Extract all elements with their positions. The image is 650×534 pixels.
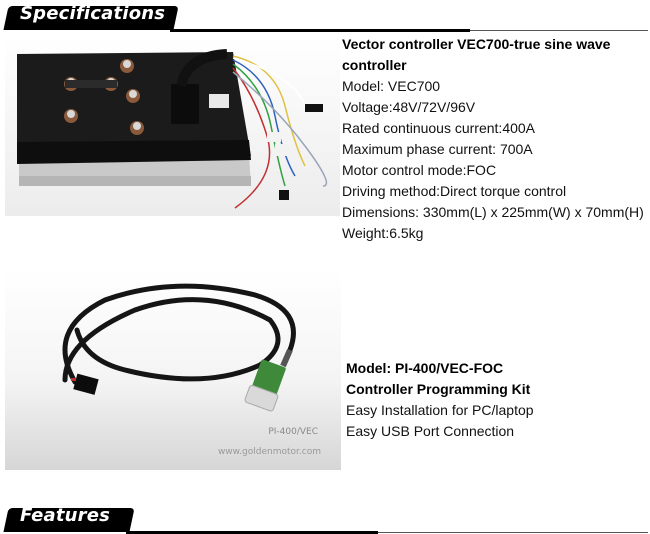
spec-driving-method: Driving method:Direct torque control (342, 183, 567, 199)
spec-rated-current: Rated continuous current:400A (342, 120, 536, 136)
kit-title-line1: Model: PI-400/VEC-FOC (346, 360, 504, 376)
controller-illustration (5, 36, 340, 216)
programming-kit-photo: PI-400/VEC www.goldenmotor.com (5, 270, 341, 470)
spec-voltage: Voltage:48V/72V/96V (342, 99, 476, 115)
controller-title-line2: controller (342, 57, 407, 73)
controller-specs: Vector controller VEC700-true sine wave … (342, 34, 644, 244)
controller-title-line1: Vector controller VEC700-true sine wave (342, 36, 611, 52)
spec-phase-current: Maximum phase current: 700A (342, 141, 533, 157)
controller-photo (5, 36, 340, 216)
features-rule-dark (126, 531, 378, 534)
header-rule-light (470, 30, 648, 31)
kit-caption-url: www.goldenmotor.com (218, 447, 321, 457)
specifications-header: Specifications (0, 2, 650, 32)
kit-title-line2: Controller Programming Kit (346, 381, 531, 397)
programming-cable-illustration: PI-400/VEC www.goldenmotor.com (5, 270, 341, 470)
specifications-title: Specifications (20, 3, 166, 24)
features-title: Features (20, 505, 111, 526)
features-header: Features (0, 504, 650, 534)
kit-feature-usb: Easy USB Port Connection (346, 423, 515, 439)
spec-dimensions: Dimensions: 330mm(L) x 225mm(W) x 70mm(H… (342, 204, 644, 220)
features-rule-light (378, 532, 648, 533)
spec-model: Model: VEC700 (342, 78, 441, 94)
spec-control-mode: Motor control mode:FOC (342, 162, 497, 178)
kit-caption-model: PI-400/VEC (268, 427, 318, 437)
spec-weight: Weight:6.5kg (342, 225, 424, 241)
programming-kit-info: Model: PI-400/VEC-FOC Controller Program… (346, 358, 534, 442)
header-rule-dark (170, 29, 470, 32)
kit-feature-installation: Easy Installation for PC/laptop (346, 402, 534, 418)
